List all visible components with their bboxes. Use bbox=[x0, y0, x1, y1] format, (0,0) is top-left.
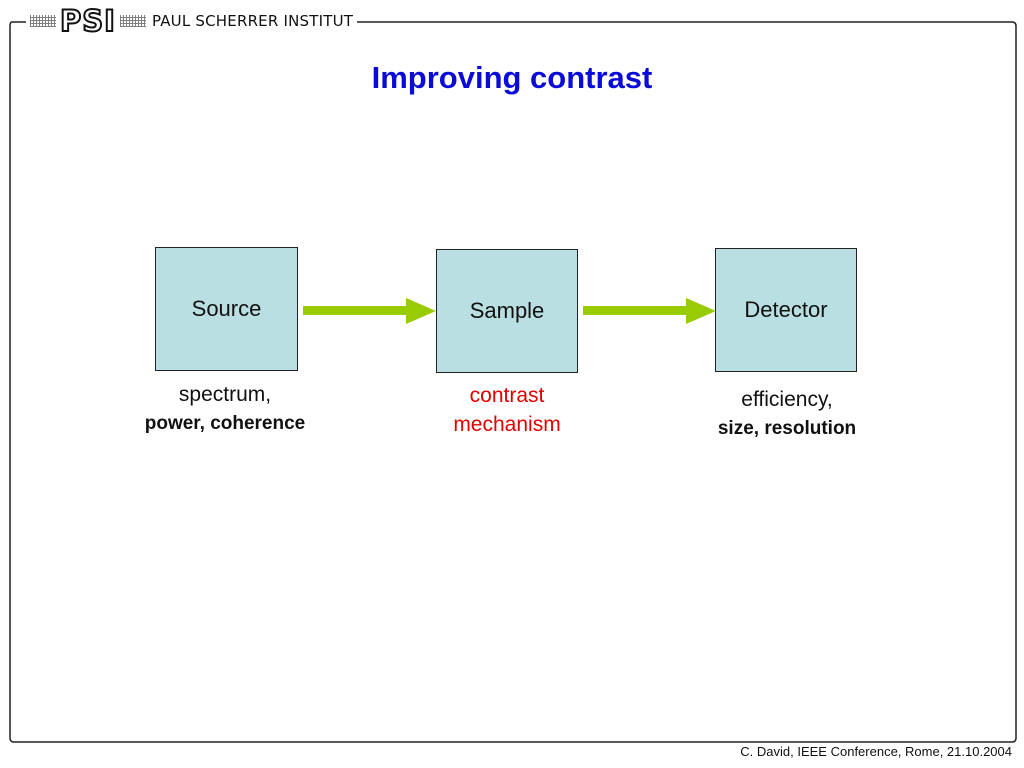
footer-credit: C. David, IEEE Conference, Rome, 21.10.2… bbox=[740, 744, 1012, 759]
institute-name: PAUL SCHERRER INSTITUT bbox=[151, 12, 354, 30]
logo-hatch-left bbox=[30, 15, 56, 27]
source-caption: spectrum, power, coherence bbox=[110, 380, 340, 438]
slide-title: Improving contrast bbox=[371, 60, 653, 95]
logo-hatch-right bbox=[119, 15, 146, 27]
arrow-sample-to-detector bbox=[583, 298, 716, 324]
arrow-source-to-sample bbox=[303, 298, 436, 324]
sample-box: Sample bbox=[436, 249, 578, 373]
sample-caption-line2: mechanism bbox=[453, 413, 561, 436]
sample-caption-line1: contrast bbox=[469, 384, 545, 407]
source-box: Source bbox=[155, 247, 298, 371]
source-label: Source bbox=[191, 296, 262, 321]
detector-caption-line1: efficiency, bbox=[741, 388, 833, 411]
detector-box: Detector bbox=[715, 248, 857, 372]
sample-label: Sample bbox=[469, 298, 545, 323]
psi-logo: PSI PAUL SCHERRER INSTITUT bbox=[26, 3, 358, 38]
source-caption-line2: power, coherence bbox=[144, 413, 306, 434]
logo-mark: PSI bbox=[59, 3, 116, 38]
source-caption-line1: spectrum, bbox=[178, 383, 272, 406]
sample-caption: contrast mechanism bbox=[407, 381, 607, 439]
detector-caption-line2: size, resolution bbox=[717, 418, 857, 439]
detector-label: Detector bbox=[744, 297, 828, 322]
detector-caption: efficiency, size, resolution bbox=[672, 385, 902, 443]
